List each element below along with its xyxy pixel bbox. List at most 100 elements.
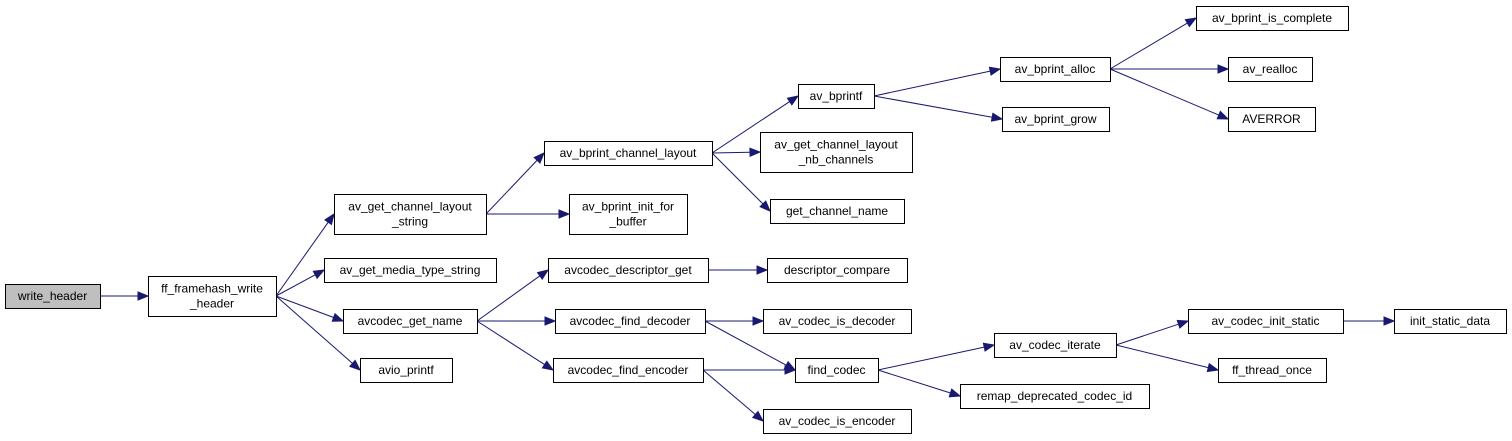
node-label: write_header [17, 289, 87, 303]
node-av_bprint_grow[interactable]: av_bprint_grow [1002, 107, 1110, 132]
node-av_codec_init_static[interactable]: av_codec_init_static [1188, 309, 1344, 334]
node-av_codec_iterate[interactable]: av_codec_iterate [994, 333, 1117, 358]
edge-avcodec_descriptor_get-to-descriptor_compare [708, 265, 769, 275]
node-av_get_media_type_string[interactable]: av_get_media_type_string [324, 258, 497, 283]
edge-line [1115, 344, 1209, 369]
edge-arrowhead [324, 212, 335, 226]
node-box [548, 258, 709, 283]
node-box [324, 258, 497, 283]
node-av_bprint_init_for_buffer[interactable]: av_bprint_init_for_buffer [569, 194, 688, 235]
node-label: av_bprint_init_for [582, 200, 674, 214]
edge-ff_framehash_write_header-to-av_get_channel_layout_string [275, 212, 335, 297]
node-label: descriptor_compare [784, 263, 890, 277]
edge-arrowhead [544, 316, 557, 326]
edge-arrowhead [1383, 316, 1396, 326]
node-avcodec_get_name[interactable]: avcodec_get_name [343, 309, 478, 334]
node-av_get_channel_layout_string[interactable]: av_get_channel_layout_string [334, 194, 487, 235]
node-label: av_get_media_type_string [340, 263, 481, 277]
node-label: av_codec_init_static [1211, 314, 1319, 328]
node-box [148, 276, 277, 317]
node-label: init_static_data [1410, 314, 1490, 328]
node-ff_thread_once[interactable]: ff_thread_once [1218, 358, 1327, 383]
edge-av_bprintf-to-av_bprint_alloc [873, 66, 1002, 97]
node-box [798, 84, 875, 109]
edge-av_bprint_alloc-to-av_realloc [1110, 64, 1230, 74]
node-label: avcodec_descriptor_get [564, 263, 692, 277]
node-label: _nb_channels [798, 153, 874, 167]
node-avcodec_descriptor_get[interactable]: avcodec_descriptor_get [548, 258, 709, 283]
node-box [343, 309, 478, 334]
node-init_static_data[interactable]: init_static_data [1394, 309, 1507, 334]
node-box [763, 309, 912, 334]
edge-arrowhead [759, 200, 771, 212]
node-AVERROR[interactable]: AVERROR [1228, 107, 1316, 132]
node-av_bprint_channel_layout[interactable]: av_bprint_channel_layout [544, 141, 713, 166]
node-label: AVERROR [1242, 112, 1301, 126]
node-label: av_bprint_channel_layout [560, 146, 697, 160]
node-write_header[interactable]: write_header [5, 284, 101, 309]
edge-line [1109, 22, 1188, 70]
edge-arrowhead [786, 95, 800, 106]
edge-arrowhead [1176, 319, 1190, 329]
node-ff_framehash_write_header[interactable]: ff_framehash_write_header [148, 276, 277, 317]
edge-av_get_channel_layout_string-to-av_bprint_init_for_buffer [486, 209, 571, 219]
edge-ff_framehash_write_header-to-avcodec_get_name [275, 295, 345, 322]
edge-avcodec_get_name-to-avcodec_find_decoder [477, 316, 557, 326]
edge-line [873, 70, 991, 97]
edge-line [1115, 323, 1179, 346]
edge-arrowhead [1216, 110, 1230, 120]
edge-write_header-to-ff_framehash_write_header [100, 291, 150, 301]
edge-arrowhead [536, 269, 550, 280]
node-label: av_realloc [1243, 62, 1298, 76]
node-box [770, 199, 905, 224]
edge-arrowhead [1217, 64, 1230, 74]
node-av_bprint_is_complete[interactable]: av_bprint_is_complete [1196, 6, 1349, 31]
edge-av_codec_iterate-to-ff_thread_once [1115, 344, 1220, 373]
node-box [960, 384, 1150, 409]
edge-arrowhead [756, 265, 769, 275]
node-label: get_channel_name [786, 204, 888, 218]
node-av_codec_is_encoder[interactable]: av_codec_is_encoder [763, 409, 912, 434]
edge-ff_framehash_write_header-to-avio_printf [275, 295, 362, 371]
edge-avcodec_find_encoder-to-av_codec_is_encoder [702, 369, 765, 422]
node-avcodec_find_encoder[interactable]: avcodec_find_encoder [553, 358, 704, 383]
node-box [555, 309, 706, 334]
edge-arrowhead [990, 112, 1004, 122]
node-box [1000, 57, 1111, 82]
node-get_channel_name[interactable]: get_channel_name [770, 199, 905, 224]
edge-ff_framehash_write_header-to-av_get_media_type_string [275, 269, 326, 297]
node-av_codec_is_decoder[interactable]: av_codec_is_decoder [763, 309, 912, 334]
node-box [360, 358, 453, 383]
edge-arrowhead [948, 388, 962, 398]
node-avcodec_find_decoder[interactable]: avcodec_find_decoder [555, 309, 706, 334]
node-box [760, 132, 913, 173]
edge-arrowhead [752, 316, 765, 326]
edge-line [476, 320, 545, 366]
node-label: ff_framehash_write [161, 282, 263, 296]
edge-av_codec_init_static-to-init_static_data [1343, 316, 1396, 326]
node-descriptor_compare[interactable]: descriptor_compare [767, 258, 908, 283]
node-label: _buffer [608, 215, 646, 229]
edge-arrowhead [749, 147, 762, 157]
node-label: av_codec_is_encoder [779, 414, 896, 428]
node-av_realloc[interactable]: av_realloc [1228, 57, 1313, 82]
node-avio_printf[interactable]: avio_printf [360, 358, 453, 383]
edge-arrowhead [784, 365, 797, 375]
node-remap_deprecated_codec_id[interactable]: remap_deprecated_codec_id [960, 384, 1150, 409]
edge-av_codec_iterate-to-av_codec_init_static [1115, 319, 1190, 346]
node-label: av_codec_iterate [1009, 338, 1101, 352]
node-label: find_codec [807, 363, 865, 377]
node-av_bprintf[interactable]: av_bprintf [798, 84, 875, 109]
node-av_bprint_alloc[interactable]: av_bprint_alloc [1000, 57, 1111, 82]
edge-layer [100, 17, 1396, 422]
edge-line [711, 101, 790, 154]
node-box [767, 258, 908, 283]
edge-av_get_channel_layout_string-to-av_bprint_channel_layout [485, 152, 545, 215]
edge-line [711, 151, 751, 154]
node-box [1394, 309, 1507, 334]
node-av_get_channel_layout_nb_channels[interactable]: av_get_channel_layout_nb_channels [760, 132, 913, 173]
node-find_codec[interactable]: find_codec [795, 358, 879, 383]
edge-line [275, 221, 329, 297]
edge-line [877, 369, 951, 394]
